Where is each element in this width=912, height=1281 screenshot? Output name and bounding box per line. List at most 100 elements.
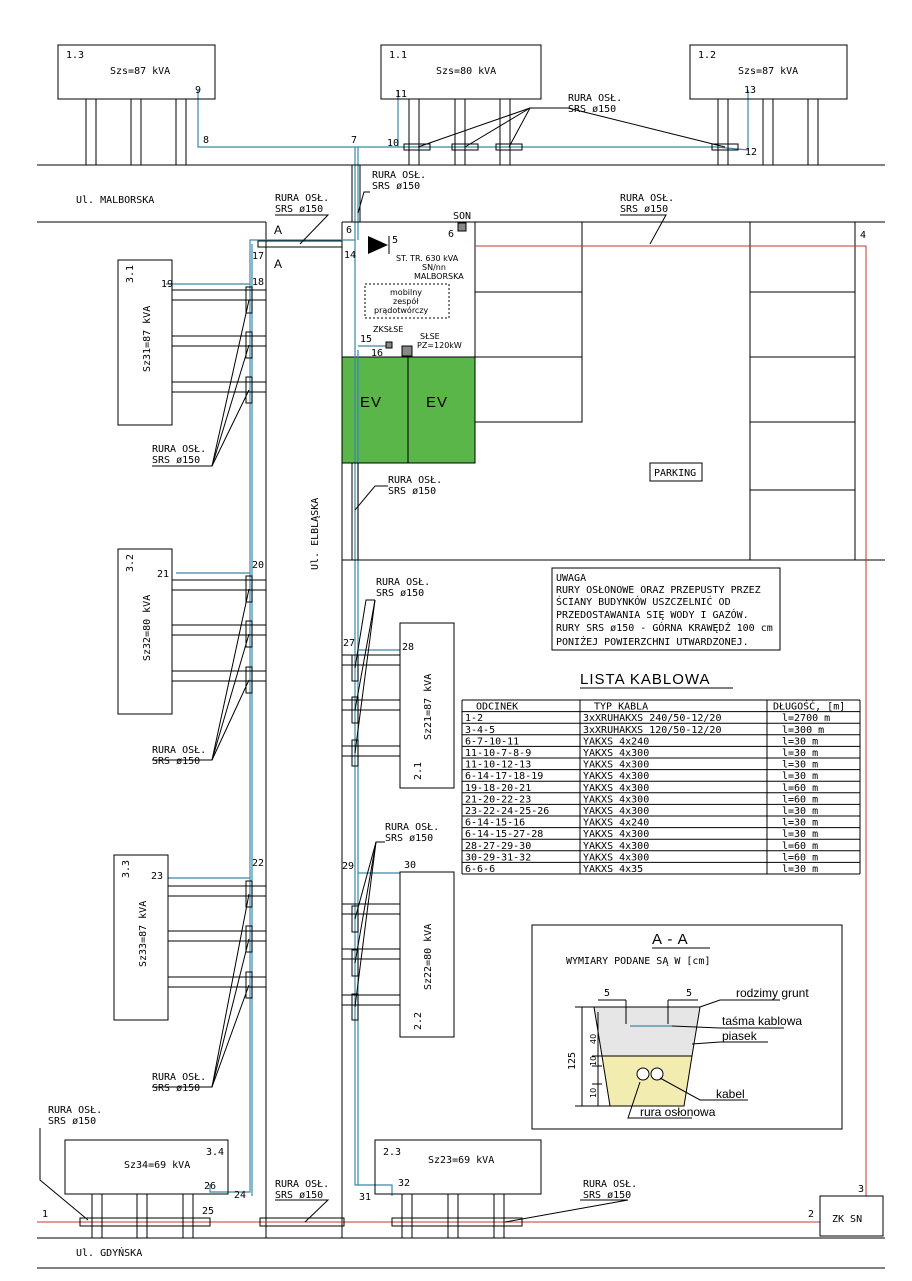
pipe-label-2-1-a: RURA OSŁ.: [376, 577, 430, 588]
node-22: 22: [252, 858, 264, 869]
table-cell-cable-type: YAKXS 4x300: [583, 829, 649, 840]
table-cell-cable-type: YAKXS 4x35: [583, 864, 643, 875]
cable-label: kabel: [716, 1087, 745, 1101]
table-cell-segment: 11-10-12-13: [465, 760, 531, 771]
table-cell-length: l=30 m: [782, 806, 818, 817]
node-2: 2: [808, 1209, 814, 1220]
pipe-label-se-2: SRS ø150: [583, 1190, 631, 1201]
building-3-3-id: 3.3: [121, 860, 132, 878]
table-cell-cable-type: YAKXS 4x300: [583, 771, 649, 782]
station-label-3: MALBORSKA: [414, 272, 464, 281]
pipe-label-mv-2: SRS ø150: [620, 204, 668, 215]
leader-lines: [39, 107, 726, 1223]
table-cell-segment: 28-27-29-30: [465, 841, 531, 852]
pipe-labels: RURA OSŁ. SRS ø150 RURA OSŁ. SRS ø150 RU…: [48, 93, 674, 1201]
table-cell-cable-type: YAKXS 4x300: [583, 852, 649, 863]
table-cell-segment: 19-18-20-21: [465, 783, 531, 794]
table-cell-cable-type: YAKXS 4x300: [583, 783, 649, 794]
node-31: 31: [359, 1192, 371, 1203]
table-cell-cable-type: 3xXRUHAKXS 240/50-12/20: [583, 713, 721, 724]
node-30: 30: [404, 860, 416, 871]
station-label-1: ST. TR. 630 kVA: [396, 254, 459, 263]
node-1: 1: [42, 1209, 48, 1220]
note-box: [551, 567, 781, 651]
node-18: 18: [252, 277, 264, 288]
tape-label: taśma kablowa: [722, 1014, 802, 1028]
building-1-1: [380, 44, 542, 165]
node-28: 28: [402, 642, 414, 653]
parking-label-box: [649, 462, 703, 482]
building-1-3-power: Szs=87 kVA: [110, 66, 170, 77]
table-cell-cable-type: YAKXS 4x240: [583, 736, 649, 747]
node-15: 15: [360, 334, 372, 345]
building-3-4-id: 3.4: [206, 1147, 224, 1158]
building-3-1: [117, 259, 266, 426]
node-27: 27: [343, 638, 355, 649]
note-line-2: RURY OSŁONOWE ORAZ PRZEPUSTY PRZEZ: [556, 585, 761, 596]
sand-label: piasek: [722, 1029, 758, 1043]
node-10: 10: [387, 138, 399, 149]
node-6a: 6: [346, 225, 352, 236]
table-header-cell: DŁUGOŚĆ, [m]: [773, 700, 845, 713]
building-3-2-power: Sz32=80 kVA: [142, 595, 153, 661]
parking-label: PARKING: [654, 468, 696, 479]
dim-5-left: 5: [604, 988, 610, 999]
building-3-1-id: 3.1: [125, 265, 136, 283]
station-label-2: SN/nn: [422, 263, 446, 272]
table-cell-cable-type: YAKXS 4x300: [583, 760, 649, 771]
building-1-3-id: 1.3: [66, 50, 84, 61]
node-29: 29: [342, 861, 354, 872]
table-cell-segment: 6-14-15-16: [465, 818, 525, 829]
pipe-label-3-1-b: SRS ø150: [152, 455, 200, 466]
building-2-2-power: Sz22=80 kVA: [423, 924, 434, 990]
node-7: 7: [351, 135, 357, 146]
pipe-label-3-2-b: SRS ø150: [152, 756, 200, 767]
node-20: 20: [252, 560, 264, 571]
table-cell-segment: 30-29-31-32: [465, 852, 531, 863]
building-1-3: [57, 44, 216, 165]
dim-5-right: 5: [686, 988, 692, 999]
note-line-1: UWAGA: [556, 573, 586, 584]
table-cell-segment: 6-7-10-11: [465, 736, 519, 747]
building-1-1-id: 1.1: [389, 50, 407, 61]
dim-125: 125: [567, 1052, 578, 1070]
section-aa-subtitle: WYMIARY PODANE SĄ W [cm]: [566, 956, 711, 967]
table-cell-length: l=30 m: [782, 736, 818, 747]
node-6b: 6: [448, 229, 454, 240]
node-3: 3: [858, 1184, 864, 1195]
node-19: 19: [161, 279, 173, 290]
table-cell-length: l=2700 m: [782, 713, 830, 724]
pipe-label-top-1: RURA OSŁ.: [568, 93, 622, 104]
building-2-3-id: 2.3: [383, 1147, 401, 1158]
table-cell-segment: 6-14-17-18-19: [465, 771, 543, 782]
node-26: 26: [204, 1181, 216, 1192]
building-3-3-power: Sz33=87 kVA: [138, 901, 149, 967]
slse-label-1: SŁSE: [420, 332, 440, 341]
node-11: 11: [395, 89, 407, 100]
native-soil-label: rodzimy grunt: [736, 986, 809, 1000]
building-1-2: [689, 44, 848, 165]
transformer-station: [364, 222, 467, 357]
table-cell-length: l=30 m: [782, 748, 818, 759]
node-25: 25: [202, 1206, 214, 1217]
table-cell-length: l=300 m: [782, 725, 824, 736]
mobile-genset-1: mobilny: [390, 288, 422, 297]
son-label: SON: [453, 211, 471, 222]
zk-sn-label: ZK SN: [832, 1214, 862, 1225]
table-cell-segment: 6-6-6: [465, 864, 495, 875]
pipe-label-se-1: RURA OSŁ.: [583, 1179, 637, 1190]
table-cell-cable-type: YAKXS 4x240: [583, 818, 649, 829]
street-elblaska-label: Ul. ELBLĄSKA: [310, 498, 321, 570]
pipe-label-ev-1: RURA OSŁ.: [388, 475, 442, 486]
node-24: 24: [234, 1190, 246, 1201]
node-4: 4: [860, 230, 866, 241]
pipe-label-ev-2: SRS ø150: [388, 486, 436, 497]
ev-label-2: EV: [426, 394, 448, 411]
node-13: 13: [744, 85, 756, 96]
table-cell-segment: 21-20-22-23: [465, 794, 531, 805]
building-3-4: [64, 1139, 229, 1238]
street-malborska-label: Ul. MALBORSKA: [76, 195, 154, 206]
pipe-label-riser-2: SRS ø150: [372, 181, 420, 192]
dim-10a: 10: [589, 1056, 598, 1066]
